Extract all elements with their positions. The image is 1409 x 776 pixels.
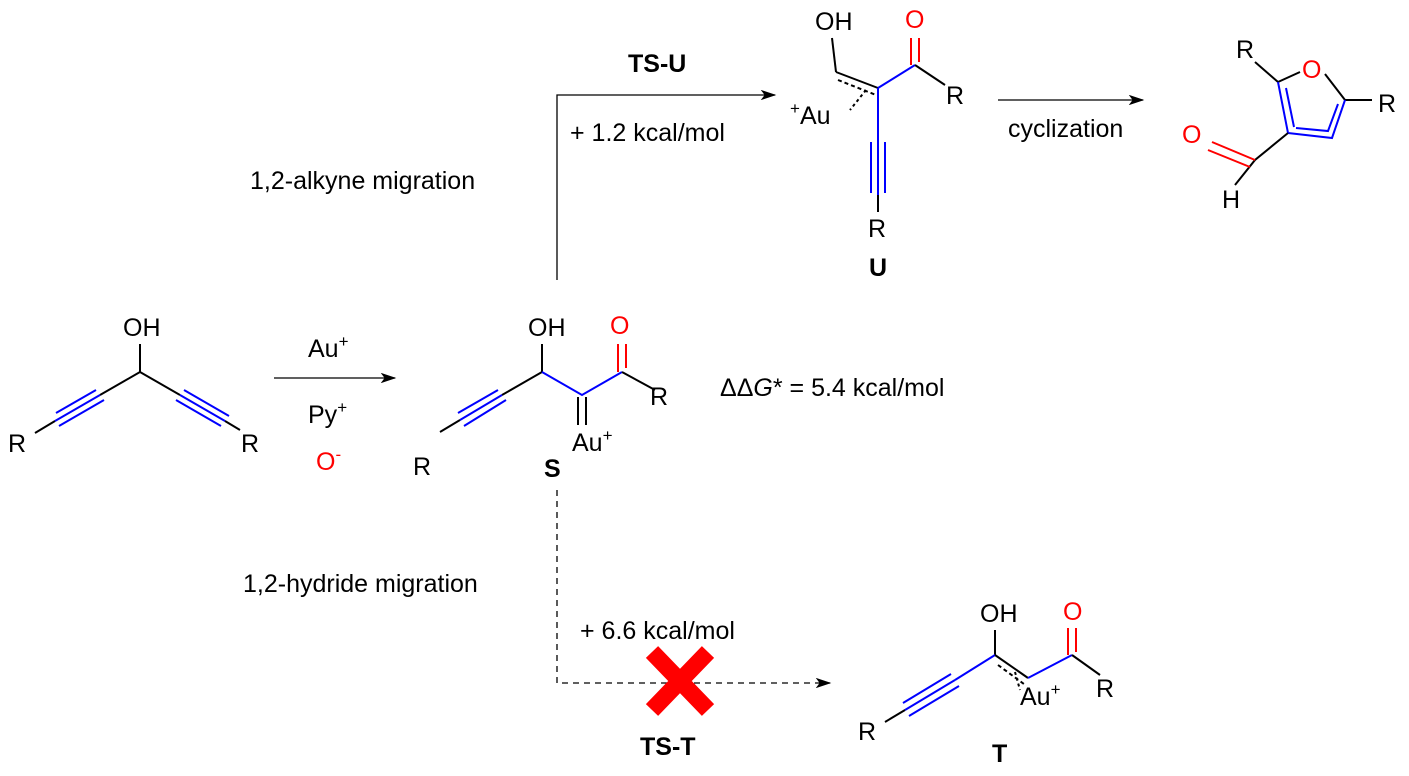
sm-r-left: R bbox=[8, 430, 26, 458]
ts-u-label: TS-U bbox=[628, 50, 686, 78]
intermediate-s: OH O R R Au+ S bbox=[413, 312, 668, 483]
s-gold: Au+ bbox=[572, 426, 613, 457]
sm-r-right: R bbox=[241, 430, 259, 458]
furan-ring-oxygen: O bbox=[1302, 56, 1321, 84]
starting-material: OH R R bbox=[8, 314, 259, 458]
ddg-value: ΔΔG* = 5.4 kcal/mol bbox=[720, 374, 944, 402]
alkyne-migration-label: 1,2-alkyne migration bbox=[250, 167, 475, 195]
u-gold: +Au bbox=[790, 99, 831, 130]
t-r-right: R bbox=[1096, 675, 1114, 703]
u-hydroxyl: OH bbox=[815, 8, 853, 36]
u-carbonyl-oxygen: O bbox=[905, 6, 924, 34]
s-r-right: R bbox=[650, 383, 668, 411]
hydride-migration-label: 1,2-hydride migration bbox=[243, 570, 478, 598]
alkyne-migration-arrow bbox=[556, 89, 777, 280]
u-r-alkyne: R bbox=[868, 215, 886, 243]
ts-u-energy: + 1.2 kcal/mol bbox=[570, 119, 725, 147]
s-carbonyl-oxygen: O bbox=[610, 312, 629, 340]
ts-t-label: TS-T bbox=[640, 733, 696, 761]
t-hydroxyl: OH bbox=[980, 600, 1018, 628]
blocked-cross-icon bbox=[645, 646, 715, 716]
gold-catalyst: Au+ bbox=[308, 332, 349, 363]
aldehyde-oxygen: O bbox=[1182, 121, 1201, 149]
t-gold: Au+ bbox=[1020, 680, 1061, 711]
s-label: S bbox=[544, 455, 561, 483]
u-label: U bbox=[869, 254, 887, 282]
s-hydroxyl: OH bbox=[528, 314, 566, 342]
t-label: T bbox=[992, 740, 1007, 768]
product-t: OH O R R Au+ T bbox=[858, 598, 1114, 768]
u-r-carbonyl: R bbox=[946, 82, 964, 110]
furan-r-right: R bbox=[1378, 90, 1396, 118]
aldehyde-hydrogen: H bbox=[1222, 186, 1240, 214]
furan-r-left: R bbox=[1236, 36, 1254, 64]
s-r-left: R bbox=[413, 453, 431, 481]
ts-t-energy: + 6.6 kcal/mol bbox=[580, 617, 735, 645]
intermediate-u: OH O R R +Au U bbox=[790, 6, 964, 282]
t-carbonyl-oxygen: O bbox=[1063, 598, 1082, 626]
sm-hydroxyl: OH bbox=[123, 314, 161, 342]
t-r-left: R bbox=[858, 718, 876, 746]
pyridine-n-oxide: Py+ bbox=[308, 398, 347, 429]
furan-product: R O R O H bbox=[1182, 36, 1396, 214]
cyclization-label: cyclization bbox=[1008, 115, 1123, 143]
hydride-migration-arrow bbox=[556, 490, 832, 689]
oxide-oxygen: O- bbox=[316, 445, 341, 476]
